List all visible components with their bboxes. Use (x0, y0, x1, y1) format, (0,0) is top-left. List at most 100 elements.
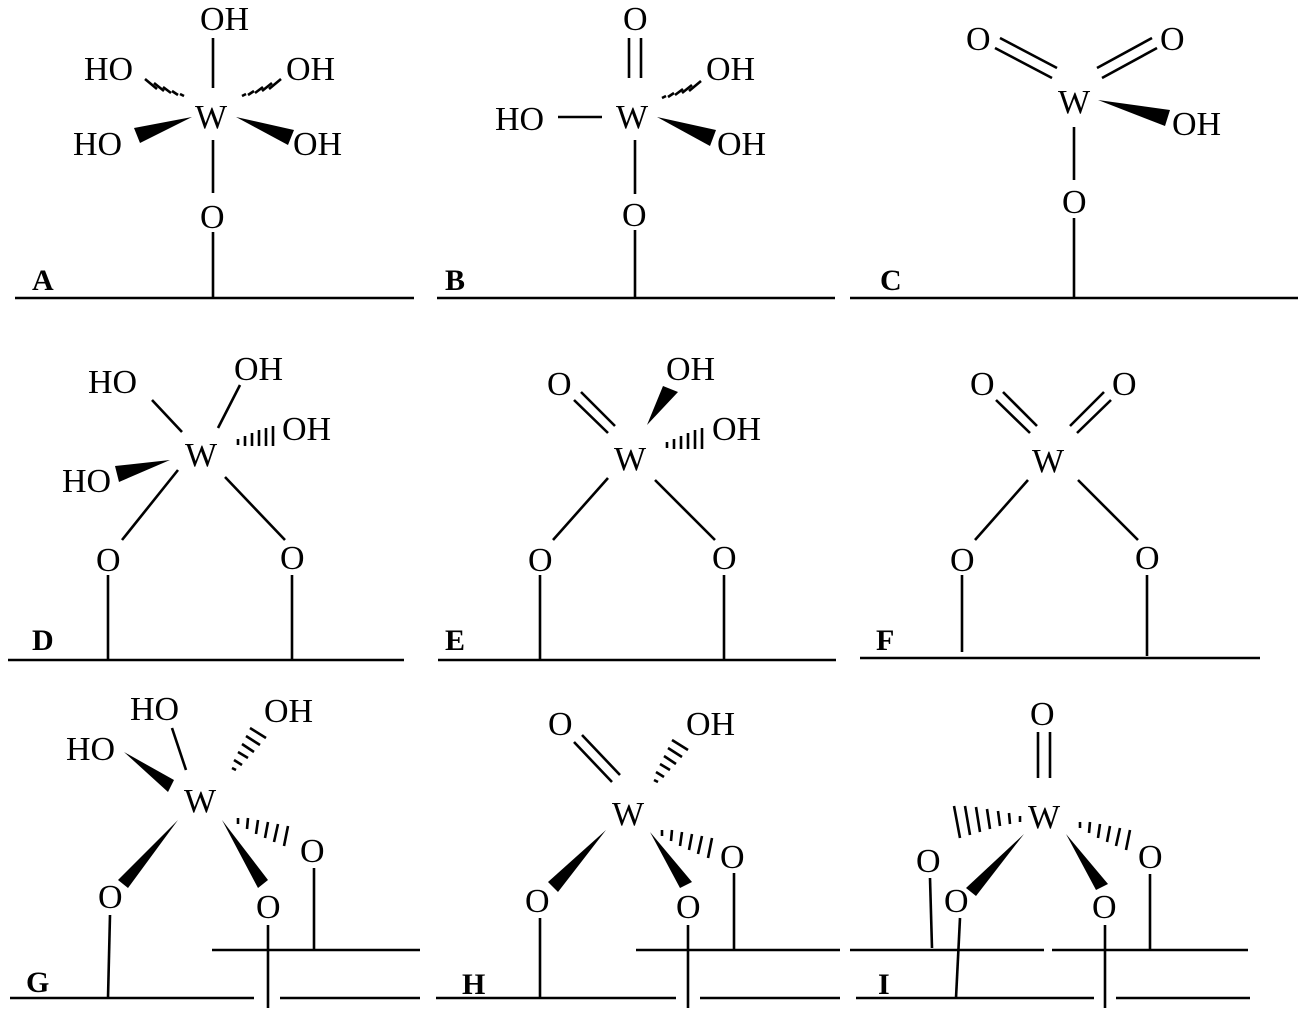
atom-oxygen-left: O (970, 366, 995, 403)
bond (106, 914, 112, 999)
panel-i: O W O O O O I (850, 696, 1250, 1008)
bond (216, 384, 242, 429)
panel-a: OH HO OH W HO OH O A (15, 1, 414, 300)
atom-tungsten: W (1028, 799, 1061, 836)
atom-oxygen-bridge: O (200, 199, 225, 236)
wedge-bond (124, 752, 174, 792)
atom-oxygen-right-inner: O (1092, 889, 1117, 926)
wedge-bond (647, 386, 678, 425)
atom-oh-right: OH (712, 411, 761, 448)
atom-oxygen-left-inner: O (944, 883, 969, 920)
bond (1002, 391, 1038, 427)
panel-e: O OH OH W O O E (438, 351, 836, 662)
atom-tungsten: W (195, 99, 228, 136)
bond (573, 399, 609, 434)
atom-oxygen-right-outer: O (1138, 839, 1163, 876)
atom-oxygen-bridge-right: O (1135, 540, 1160, 577)
wedge-bond (966, 834, 1024, 896)
atom-oh-lower-right: OH (293, 126, 342, 163)
atom-tungsten: W (616, 99, 649, 136)
panel-label-i: I (878, 968, 890, 1001)
atom-oxygen-bridge-center: O (256, 889, 281, 926)
bond (580, 391, 616, 427)
atom-tungsten: W (612, 796, 645, 833)
atom-tungsten: W (184, 783, 217, 820)
atom-tungsten: W (185, 437, 218, 474)
atom-oxygen-bridge-right: O (280, 540, 305, 577)
bond (974, 479, 1029, 541)
wedge-bond (118, 820, 178, 888)
atom-ho-left: HO (495, 101, 544, 138)
wedge-bond (1098, 100, 1170, 126)
panel-label-g: G (26, 966, 49, 999)
atom-oxygen-bridge-center: O (676, 889, 701, 926)
bond (1101, 46, 1158, 80)
hash-bond (1078, 821, 1132, 851)
bond (928, 877, 934, 949)
atom-ho-top: HO (130, 691, 179, 728)
atom-tungsten: W (1032, 443, 1065, 480)
panel-g: HO OH HO W O O O G (10, 691, 420, 1008)
atom-oxygen-bridge-right: O (720, 839, 745, 876)
atom-oxygen-bridge-left: O (525, 883, 550, 920)
atom-oxygen-left: O (966, 21, 991, 58)
wedge-bond (1066, 834, 1108, 890)
bond (654, 479, 716, 541)
atom-oxygen-right: O (1112, 366, 1137, 403)
atom-tungsten: W (614, 441, 647, 478)
atom-ho-upper-left: HO (84, 51, 133, 88)
atom-oxygen-bridge-right: O (300, 833, 325, 870)
panel-label-b: B (445, 264, 465, 297)
panel-label-a: A (32, 264, 54, 297)
bond (1096, 36, 1153, 70)
bond (573, 741, 613, 783)
atom-oxygen-bridge: O (622, 197, 647, 234)
wedge-bond (650, 832, 692, 888)
atom-oxygen-double: O (1030, 696, 1055, 733)
wedge-bond (222, 820, 268, 888)
bond (995, 399, 1031, 434)
hash-bond (236, 426, 275, 446)
panel-label-c: C (880, 264, 902, 297)
panel-label-h: H (462, 968, 485, 1001)
atom-oh: OH (1172, 106, 1221, 143)
hash-bond (660, 829, 714, 859)
bond (1076, 399, 1112, 434)
atom-oxygen-right: O (1160, 21, 1185, 58)
bond (170, 727, 188, 771)
bond (999, 36, 1058, 70)
bond (224, 476, 286, 541)
atom-ho-upper-left: HO (88, 364, 137, 401)
bond (581, 734, 621, 776)
atom-oxygen-bridge: O (1062, 184, 1087, 221)
atom-oxygen-bridge-left: O (98, 879, 123, 916)
hash-bond (661, 80, 702, 100)
atom-oxygen-bridge-left: O (950, 542, 975, 579)
atom-oxygen-bridge-right: O (712, 540, 737, 577)
wedge-bond (134, 117, 192, 143)
atom-oh-top: OH (234, 351, 283, 388)
wedge-bond (236, 117, 294, 145)
hash-bond (665, 428, 704, 449)
panel-d: HO OH OH W HO O O D (8, 351, 404, 662)
panel-b: O OH HO W OH O B (437, 1, 835, 300)
atom-oh-top-right: OH (686, 706, 735, 743)
hash-bond (236, 817, 290, 847)
atom-oh-upper-right: OH (706, 51, 755, 88)
panel-label-f: F (876, 624, 894, 657)
panel-label-d: D (32, 624, 54, 657)
atom-oxygen-bridge-left: O (528, 542, 553, 579)
hash-bond (653, 738, 689, 784)
bond (954, 917, 962, 999)
bond (1069, 391, 1105, 427)
bond (120, 469, 180, 541)
panel-h: O OH W O O O H (436, 706, 840, 1008)
panel-f: O O W O O F (860, 366, 1260, 660)
wedge-bond (115, 460, 170, 482)
bond (552, 477, 609, 541)
hash-bond (952, 805, 1022, 839)
atom-oh-lower-right: OH (717, 126, 766, 163)
hash-bond (231, 726, 267, 772)
atom-oxygen-left-outer: O (916, 843, 941, 880)
